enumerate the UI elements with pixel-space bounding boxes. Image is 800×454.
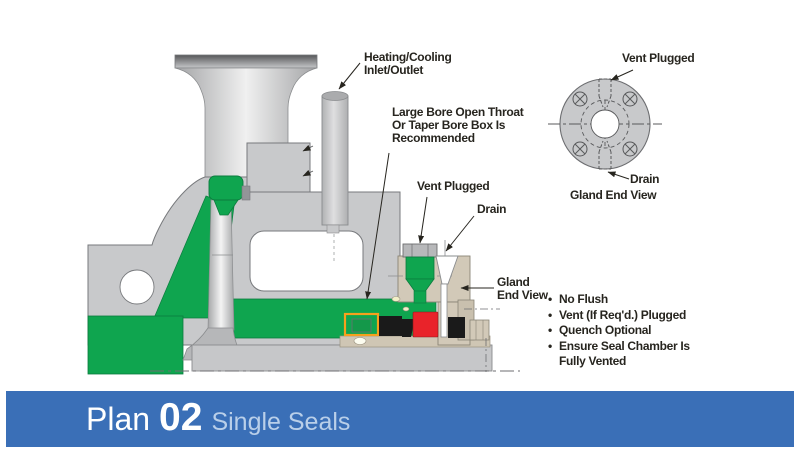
bolt-hole-cross (574, 143, 586, 155)
leader-vent-top-view (610, 69, 634, 81)
label-heating-cooling: Heating/Cooling Inlet/Outlet (364, 51, 452, 77)
note-item: Vent (If Req'd.) Plugged (548, 308, 697, 324)
leader-large-bore (365, 152, 390, 300)
vent-plug-hex-lines (411, 244, 429, 257)
note-item: Ensure Seal Chamber Is Fully Vented (548, 339, 697, 370)
seal-elastomer (412, 311, 439, 338)
label-vent-plugged: Vent Plugged (417, 179, 490, 193)
plan-title-banner: Plan 02 Single Seals (6, 391, 794, 447)
note-item: Quench Optional (548, 323, 697, 339)
vent-plug-body (405, 256, 435, 280)
label-line: Inlet/Outlet (364, 63, 424, 77)
gland-screw-b (402, 306, 410, 312)
label-line: Gland (497, 275, 530, 289)
seal-face-mating (402, 319, 415, 337)
impeller-nut (208, 175, 244, 201)
label-line: Heating/Cooling (364, 50, 452, 64)
label-drain-top: Drain (630, 172, 660, 186)
label-line: Large Bore Open Throat (392, 105, 524, 119)
seal-spring (351, 318, 372, 333)
gland-end-view-caption: Gland End View (570, 188, 657, 202)
bolt-hole-icon (572, 141, 588, 157)
drain-channel (440, 283, 448, 338)
leader-drain-top-view (607, 171, 630, 180)
drain-port-hidden-lines (598, 140, 612, 170)
drain-passage-assembly (435, 240, 459, 338)
gland-screw-a (391, 296, 401, 302)
note-item: No Flush (548, 292, 697, 308)
plan-number: 02 (159, 396, 203, 439)
drain-funnel (435, 255, 459, 285)
plan-subtitle: Single Seals (211, 408, 351, 436)
gland-bolt (469, 319, 490, 341)
bolt-hole-icon (622, 91, 638, 107)
heating-cooling-pipe (321, 95, 349, 226)
label-line: Or Taper Bore Box Is (392, 118, 506, 132)
fluid-volute-bottom (87, 315, 184, 375)
seal-face-primary (379, 316, 402, 336)
bolt-hole-cross (574, 93, 586, 105)
leader-vent-plugged (418, 196, 428, 244)
label-large-bore: Large Bore Open Throat Or Taper Bore Box… (392, 105, 524, 145)
bolt-hole-cross (624, 93, 636, 105)
label-line: End View (497, 288, 548, 302)
bolt-hole-icon (572, 91, 588, 107)
label-line: Recommended (392, 131, 475, 145)
gland-bolt-holes (572, 91, 638, 157)
plan-word: Plan (86, 401, 151, 437)
label-drain: Drain (477, 202, 507, 216)
plan-notes-list: No Flush Vent (If Req'd.) Plugged Quench… (548, 292, 698, 370)
leader-drain (445, 215, 475, 252)
leader-lines (338, 62, 634, 300)
vent-plug-assembly (388, 243, 452, 304)
discharge-flange (174, 54, 318, 69)
label-vent-plugged-top: Vent Plugged (622, 51, 695, 65)
impeller-blade (207, 199, 235, 331)
pump-cross-section (87, 54, 520, 375)
gland-shaft-bore (590, 109, 620, 139)
jacket-cavity (249, 230, 364, 292)
vent-passage (413, 290, 427, 304)
casing-cover-block (246, 142, 311, 193)
dimension-tick-bottom (302, 169, 314, 177)
gland-end-view-drawing (548, 78, 662, 170)
shaft (191, 344, 493, 372)
vent-plug-hex-head (402, 243, 438, 258)
casing-notch (119, 269, 155, 305)
label-gland-pointer: Gland End View (497, 276, 548, 302)
bolt-hole-cross (624, 143, 636, 155)
seal-throttle-bushing (448, 317, 465, 338)
impeller-key (241, 185, 251, 201)
gland-pilot-dashed-circle (580, 99, 630, 149)
vent-port-hidden-lines (598, 78, 612, 108)
pipe-top-cap (321, 91, 349, 101)
leader-heating-cooling (338, 62, 361, 90)
mechanical-seal (343, 296, 465, 338)
bolt-hole-icon (622, 141, 638, 157)
sleeve-set-screw (353, 337, 367, 345)
dimension-tick-top (302, 144, 314, 152)
gland-bolt-lines (475, 320, 484, 340)
pipe-jacket-channel (326, 224, 340, 234)
